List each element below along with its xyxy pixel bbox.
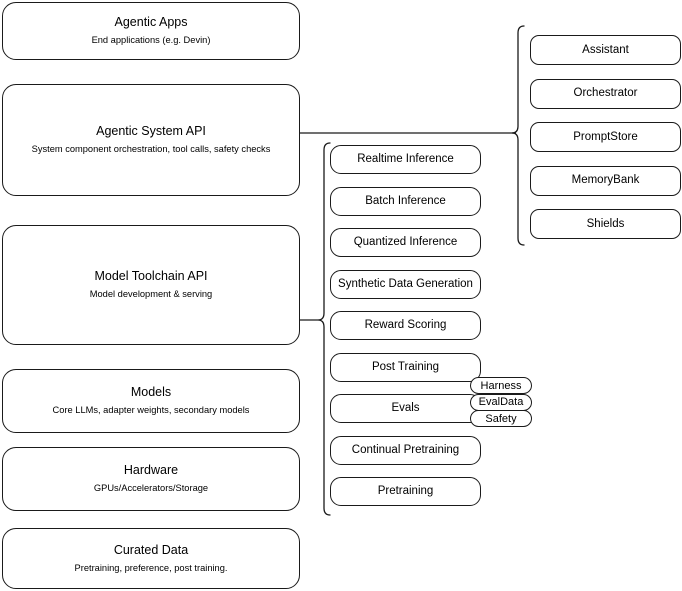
service-label: MemoryBank [571, 174, 640, 187]
capability-box-pretraining[interactable]: Pretraining [330, 477, 481, 506]
capability-label: Pretraining [377, 485, 434, 498]
layer-title: Agentic Apps [114, 15, 188, 30]
layer-subtitle: Pretraining, preference, post training. [74, 562, 228, 573]
layer-model-toolchain-api[interactable]: Model Toolchain API Model development & … [2, 225, 300, 345]
capability-label: Post Training [371, 360, 440, 373]
eval-pill-safety[interactable]: Safety [470, 410, 532, 427]
layer-title: Agentic System API [96, 124, 206, 139]
capability-label: Evals [391, 402, 420, 415]
capability-box-realtime-inference[interactable]: Realtime Inference [330, 145, 481, 174]
capability-box-post-training[interactable]: Post Training [330, 352, 481, 382]
layer-subtitle: End applications (e.g. Devin) [91, 35, 211, 45]
layer-title: Curated Data [113, 542, 189, 557]
capability-box-continual-pretraining[interactable]: Continual Pretraining [330, 435, 481, 465]
capability-box-synthetic-data-generation[interactable]: Synthetic Data Generation [330, 269, 481, 299]
layer-hardware[interactable]: Hardware GPUs/Accelerators/Storage [2, 447, 300, 511]
layer-subtitle: System component orchestration, tool cal… [31, 144, 271, 154]
capability-label: Realtime Inference [357, 153, 454, 166]
service-label: Orchestrator [573, 87, 638, 100]
capability-label: Synthetic Data Generation [338, 277, 473, 290]
eval-pill-label: Harness [480, 379, 522, 392]
service-box-orchestrator[interactable]: Orchestrator [530, 78, 681, 109]
eval-pill-label: Safety [485, 412, 517, 425]
service-label: Shields [586, 217, 625, 230]
capability-label: Reward Scoring [364, 319, 447, 332]
layer-title: Model Toolchain API [94, 269, 208, 284]
service-box-memorybank[interactable]: MemoryBank [530, 165, 681, 196]
layer-subtitle: Model development & serving [89, 289, 213, 299]
layer-title: Models [130, 385, 172, 400]
service-box-assistant[interactable]: Assistant [530, 35, 681, 65]
layer-title: Hardware [123, 463, 179, 478]
eval-pill-harness[interactable]: Harness [470, 377, 532, 394]
service-label: Assistant [582, 43, 629, 56]
layer-agentic-system-api[interactable]: Agentic System API System component orch… [2, 84, 300, 196]
layer-curated-data[interactable]: Curated Data Pretraining, preference, po… [2, 528, 300, 589]
capability-label: Quantized Inference [353, 236, 458, 249]
capability-label: Batch Inference [365, 194, 446, 207]
eval-pill-evaldata[interactable]: EvalData [470, 393, 532, 411]
capability-box-quantized-inference[interactable]: Quantized Inference [330, 228, 481, 257]
brace-capabilities [317, 142, 331, 516]
service-box-shields[interactable]: Shields [530, 209, 681, 239]
layer-agentic-apps[interactable]: Agentic Apps End applications (e.g. Devi… [2, 2, 300, 60]
eval-pill-label: EvalData [478, 396, 524, 408]
service-box-promptstore[interactable]: PromptStore [530, 122, 681, 152]
brace-services [511, 25, 525, 246]
layer-subtitle: Core LLMs, adapter weights, secondary mo… [52, 405, 250, 415]
capability-box-batch-inference[interactable]: Batch Inference [330, 186, 481, 216]
layer-models[interactable]: Models Core LLMs, adapter weights, secon… [2, 369, 300, 433]
service-label: PromptStore [573, 130, 638, 143]
capability-label: Continual Pretraining [351, 443, 460, 456]
capability-box-evals[interactable]: Evals [330, 394, 481, 423]
layer-subtitle: GPUs/Accelerators/Storage [93, 483, 209, 493]
capability-box-reward-scoring[interactable]: Reward Scoring [330, 311, 481, 340]
